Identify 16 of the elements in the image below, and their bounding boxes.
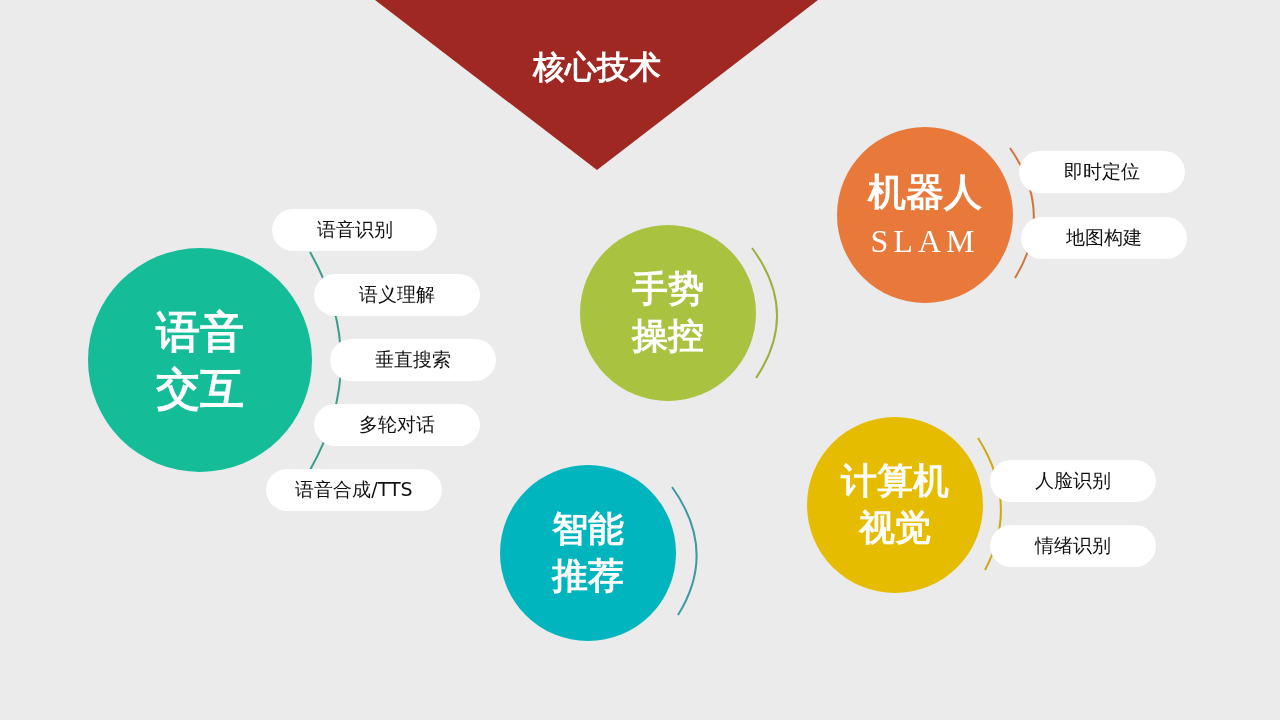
subtopic-pill: 语义理解 — [314, 274, 480, 316]
subtopic-pill: 地图构建 — [1021, 217, 1187, 259]
subtopic-pill: 即时定位 — [1019, 151, 1185, 193]
title: 核心技术 — [531, 47, 662, 88]
subtopic-pill: 语音合成/TTS — [266, 469, 442, 511]
subtopic-pill: 多轮对话 — [314, 404, 480, 446]
subtopic-pill: 垂直搜索 — [330, 339, 496, 381]
subtopic-pill: 情绪识别 — [990, 525, 1156, 567]
topic-label: 机器人 — [866, 168, 983, 216]
topic-label: 语音交互 — [154, 304, 245, 416]
topic-label: 计算机视觉 — [839, 459, 950, 550]
subtopic-pill: 语音识别 — [272, 209, 437, 251]
subtopic-pill: 人脸识别 — [990, 460, 1156, 502]
topic-label: 智能推荐 — [550, 507, 625, 598]
topic-label: 手势操控 — [630, 267, 705, 358]
topic-label: SLAM — [870, 221, 980, 261]
